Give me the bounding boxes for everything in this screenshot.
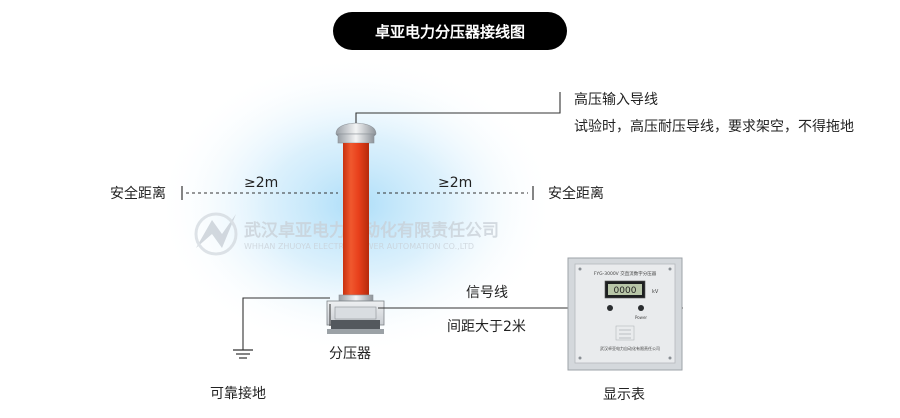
safety-distance-lines — [181, 186, 534, 200]
hv-lead-label: 高压输入导线 — [574, 91, 658, 108]
title-banner: 卓亚电力分压器接线图 — [333, 12, 567, 50]
ground-wire — [242, 297, 330, 350]
hv-note-label: 试验时，高压耐压导线，要求架空，不得拖地 — [574, 118, 854, 135]
distance-right-label: ≥2m — [438, 175, 472, 191]
meter-reading: 0000 — [614, 286, 637, 296]
safe-distance-left-label: 安全距离 — [110, 185, 166, 202]
hv-input-lead — [355, 92, 561, 123]
display-label: 显示表 — [603, 387, 645, 403]
meter-model: FYG-3000V 交直流数字分压器 — [594, 270, 657, 277]
power-switch-label: Power — [635, 315, 647, 320]
meter-unit: kV — [652, 289, 659, 295]
signal-terminal — [607, 305, 613, 311]
power-switch — [638, 305, 644, 311]
divider-label: 分压器 — [329, 346, 371, 362]
signal-label: 信号线 — [466, 285, 508, 301]
distance-left-label: ≥2m — [244, 175, 278, 191]
watermark-logo-icon — [194, 212, 238, 256]
watermark-cn: 武汉卓亚电力自动化有限责任公司 — [244, 220, 499, 241]
meter-brand: 武汉卓亚电力自动化有限责任公司 — [600, 345, 660, 351]
voltage-divider — [326, 122, 385, 334]
ground-label: 可靠接地 — [210, 385, 266, 402]
spacing-label: 间距大于2米 — [447, 319, 526, 335]
page-title: 卓亚电力分压器接线图 — [375, 23, 525, 41]
ground-symbol-icon — [233, 349, 253, 359]
display-meter: FYG-3000V 交直流数字分压器 0000 kV Power 武汉卓亚电力自… — [567, 257, 683, 371]
safe-distance-right-label: 安全距离 — [548, 185, 604, 202]
